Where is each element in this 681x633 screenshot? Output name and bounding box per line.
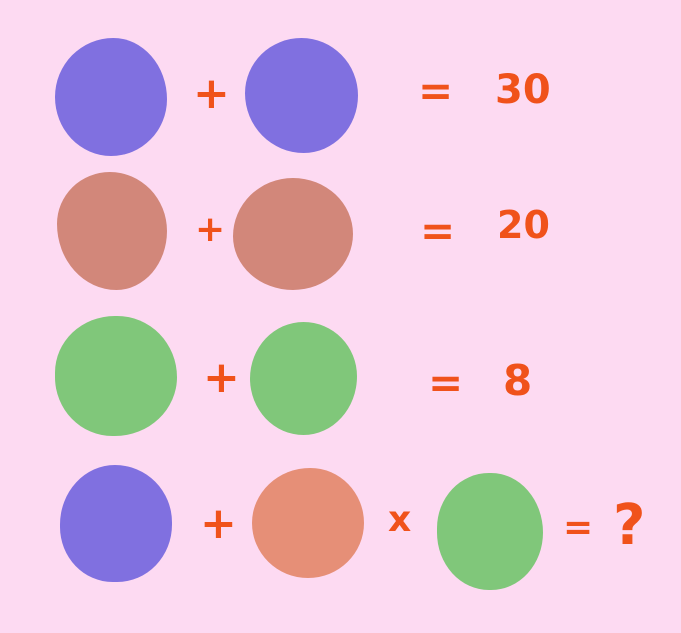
salmon-circle-row4 [252, 468, 364, 578]
equals-sign-row3: = [428, 358, 464, 407]
purple-circle-row4 [60, 465, 172, 582]
plus-sign-row3: + [203, 352, 240, 403]
plus-sign-row4: + [200, 498, 237, 549]
purple-circle-row1-left [55, 38, 167, 156]
equals-sign-row4: = [563, 507, 594, 548]
result-row2: 20 [497, 203, 550, 247]
brown-circle-row2-right [233, 178, 353, 290]
green-circle-row4 [437, 473, 543, 590]
purple-circle-row1-right [245, 38, 358, 153]
plus-sign-row1: + [193, 68, 230, 119]
result-row3: 8 [503, 356, 533, 405]
result-question-mark: ? [613, 493, 646, 558]
equals-sign-row2: = [420, 206, 456, 255]
equals-sign-row1: = [418, 66, 454, 115]
green-circle-row3-right [250, 322, 357, 435]
result-row1: 30 [495, 67, 551, 113]
green-circle-row3-left [55, 316, 177, 436]
multiply-sign-row4: x [388, 499, 412, 540]
brown-circle-row2-left [57, 172, 167, 290]
plus-sign-row2: + [195, 209, 226, 250]
